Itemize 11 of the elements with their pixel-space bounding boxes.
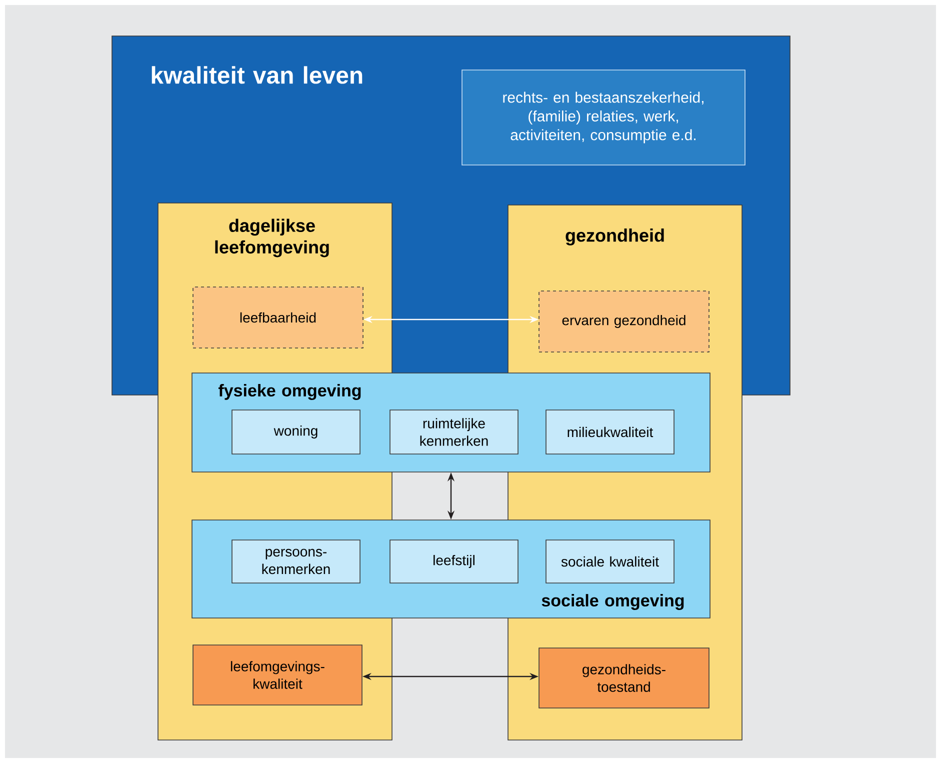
info-box: rechts- en bestaanszekerheid, (familie) relaties, werk, activiteiten, consumptie e.d. [462,70,746,166]
dashed-box: ervaren gezondheid [538,290,710,352]
outcome-box: gezondheids- toestand [538,648,710,708]
dashed-box: leefbaarheid [192,286,364,348]
factor-box: milieukwaliteit [546,410,674,454]
factor-box: persoons- kenmerken [232,540,360,584]
factor-box: woning [232,410,360,454]
factor-box: sociale kwaliteit [546,540,674,584]
factor-box: leefstijl [390,540,518,584]
outcome-box: leefomgevings- kwaliteit [192,644,362,706]
factor-box: ruimtelijke kenmerken [390,410,518,454]
